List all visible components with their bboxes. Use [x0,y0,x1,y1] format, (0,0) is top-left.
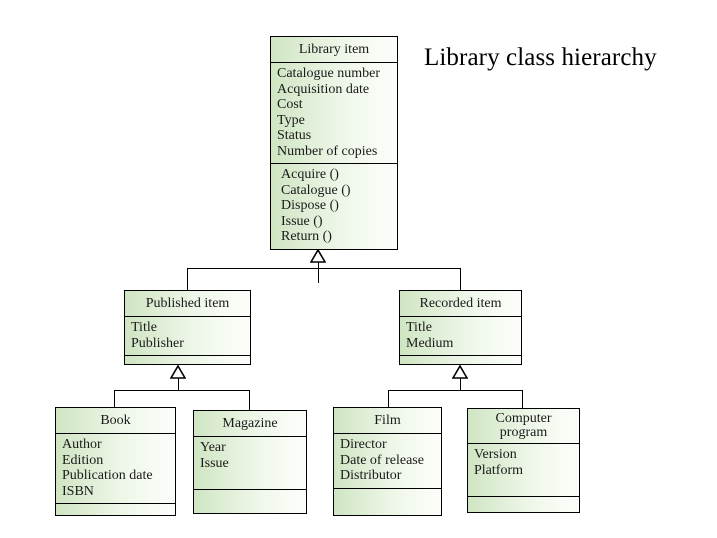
uml-class-recorded-item[interactable]: Recorded item Title Medium [399,290,522,365]
uml-class-name-magazine: Magazine [194,411,306,437]
uml-operation: Catalogue () [281,182,351,198]
uml-class-magazine[interactable]: Magazine Year Issue [193,410,307,514]
uml-operations-film [334,489,441,516]
uml-attribute: Number of copies [277,143,378,159]
uml-attributes-film: Director Date of release Distributor [334,434,441,489]
uml-attribute: Platform [474,462,523,478]
connector-library-item-bus [187,268,461,269]
uml-operations-book [56,504,175,515]
connector-published-item-bus [114,390,250,391]
connector-drop-magazine [249,390,250,411]
generalization-arrow-recorded-item [452,365,468,379]
uml-attribute: Title [131,320,157,335]
uml-operations-computer-program [468,497,579,512]
connector-drop-film [388,390,389,408]
connector-published-item-stem [178,378,179,391]
uml-class-film[interactable]: Film Director Date of release Distributo… [333,407,442,516]
uml-attribute: Acquisition date [277,81,370,97]
uml-attribute: Year [200,440,226,455]
uml-class-published-item[interactable]: Published item Title Publisher [124,290,251,365]
uml-attribute: ISBN [62,483,94,499]
uml-operation: Acquire () [281,167,339,183]
uml-operations-magazine [194,490,306,513]
connector-drop-book [114,390,115,408]
uml-attribute: Publisher [131,335,184,351]
connector-drop-recorded-item [460,268,461,290]
uml-attribute: Date of release [340,452,424,468]
generalization-arrow-library-item [310,249,326,263]
uml-attribute: Medium [406,335,454,351]
connector-drop-computer-program [522,390,523,408]
uml-attributes-computer-program: Version Platform [468,444,579,497]
uml-operations-recorded-item [400,356,521,364]
generalization-arrow-published-item [170,365,186,379]
uml-attribute: Distributor [340,468,402,483]
uml-attributes-recorded-item: Title Medium [400,317,521,356]
uml-class-name-recorded-item: Recorded item [400,291,521,317]
uml-attributes-library-item: Catalogue number Acquisition date Cost T… [271,63,397,165]
uml-attribute: Catalogue number [277,66,381,81]
connector-recorded-item-stem [460,378,461,391]
uml-class-name-computer-program: Computer program [468,409,579,444]
page-title: Library class hierarchy [424,44,657,71]
uml-attribute: Publication date [62,468,153,483]
uml-attributes-magazine: Year Issue [194,437,306,490]
uml-operations-published-item [125,356,250,364]
uml-attributes-published-item: Title Publisher [125,317,250,356]
uml-operation: Return () [281,229,332,245]
uml-class-name-book: Book [56,408,175,434]
connector-library-item-stem [318,262,319,283]
uml-class-name-film: Film [334,408,441,434]
connector-drop-published-item [187,268,188,290]
uml-operation: Issue () [281,213,323,229]
uml-attribute: Type [277,112,305,128]
uml-class-book[interactable]: Book Author Edition Publication date ISB… [55,407,176,516]
uml-attribute: Cost [277,97,303,112]
uml-class-name-published-item: Published item [125,291,250,317]
uml-attribute: Issue [200,455,229,471]
uml-attribute: Version [474,447,517,462]
uml-attribute: Edition [62,452,104,468]
uml-class-computer-program[interactable]: Computer program Version Platform [467,408,580,513]
uml-attributes-book: Author Edition Publication date ISBN [56,434,175,504]
uml-operation: Dispose () [281,198,339,214]
uml-class-name-library-item: Library item [271,37,397,63]
connector-recorded-item-bus [388,390,523,391]
uml-class-library-item[interactable]: Library item Catalogue number Acquisitio… [270,36,398,250]
uml-attribute: Title [406,320,432,335]
uml-attribute: Status [277,128,312,143]
uml-attribute: Author [62,437,102,452]
uml-attribute: Director [340,437,387,452]
uml-operations-library-item: Acquire () Catalogue () Dispose () Issue… [271,164,397,249]
